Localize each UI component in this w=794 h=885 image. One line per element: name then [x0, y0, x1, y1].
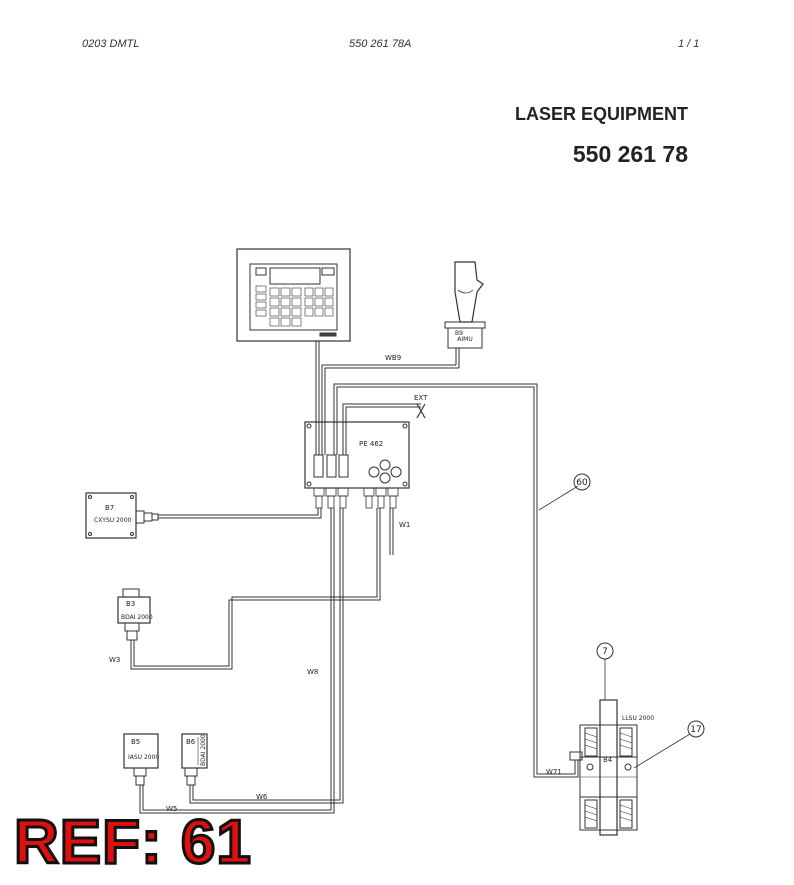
sensor-b4-assembly — [569, 699, 638, 836]
joystick-model-label: AIMU — [457, 336, 472, 343]
ext-label: EXT — [414, 394, 428, 402]
sensor-b4-model: LLSU 2000 — [622, 715, 654, 722]
cable-w6 — [189, 508, 344, 804]
wire-wb9-label: WB9 — [385, 354, 401, 362]
cable-wb9 — [321, 364, 459, 455]
ref-stamp: REF: 61 — [13, 808, 253, 877]
callout-7: 7 — [602, 647, 608, 657]
cable-display — [315, 341, 320, 455]
sensor-b7 — [85, 492, 159, 539]
callout-7-circle — [596, 642, 614, 660]
header-drawing-code: 0203 DMTL — [82, 38, 140, 50]
cable-w8 — [139, 508, 335, 814]
control-box-label: PE 462 — [359, 440, 383, 448]
page-title: LASER EQUIPMENT — [514, 104, 688, 124]
sensor-b3-id: B3 — [126, 600, 135, 608]
sensor-b3 — [117, 588, 151, 641]
joystick — [444, 261, 486, 368]
cable-w1 — [389, 508, 394, 555]
cable-b7 — [158, 508, 322, 519]
wire-w3-label: W3 — [109, 656, 120, 664]
cable-ext — [342, 403, 426, 455]
sensor-b4-id: B4 — [603, 756, 613, 764]
callout-17: 17 — [690, 725, 701, 735]
sensor-b7-model: CXYSU 2000 — [94, 517, 132, 524]
cable-60 — [333, 383, 579, 778]
sensor-b5-model: IASU 2000 — [128, 754, 159, 761]
wire-w1-label: W1 — [399, 521, 410, 529]
callout-60: 60 — [576, 478, 588, 488]
header-page-count: 1 / 1 — [678, 38, 700, 50]
sensor-b5-id: B5 — [131, 738, 140, 746]
sensor-b6-id: B6 — [186, 738, 196, 746]
sensor-b7-id: B7 — [105, 504, 114, 512]
display-unit — [236, 248, 351, 342]
joystick-id-label: B9 — [455, 330, 463, 337]
wire-w71-label: W71 — [546, 768, 562, 776]
wire-w5-label: W5 — [166, 805, 177, 813]
callout-17-circle — [687, 720, 705, 738]
sensor-b6 — [181, 733, 208, 786]
part-number: 550 261 78 — [572, 141, 688, 167]
wire-w8-label: W8 — [307, 668, 318, 676]
sensor-b3-model: BDAI 2000 — [121, 614, 153, 621]
callout-60-circle — [573, 473, 591, 491]
sensor-b5 — [123, 733, 159, 786]
sensor-b6-model: BDAI 2000 — [200, 734, 207, 766]
wire-w6-label: W6 — [256, 793, 268, 801]
control-box — [304, 421, 410, 509]
cable-w3 — [130, 508, 381, 670]
header-document-number: 550 261 78A — [349, 38, 412, 50]
